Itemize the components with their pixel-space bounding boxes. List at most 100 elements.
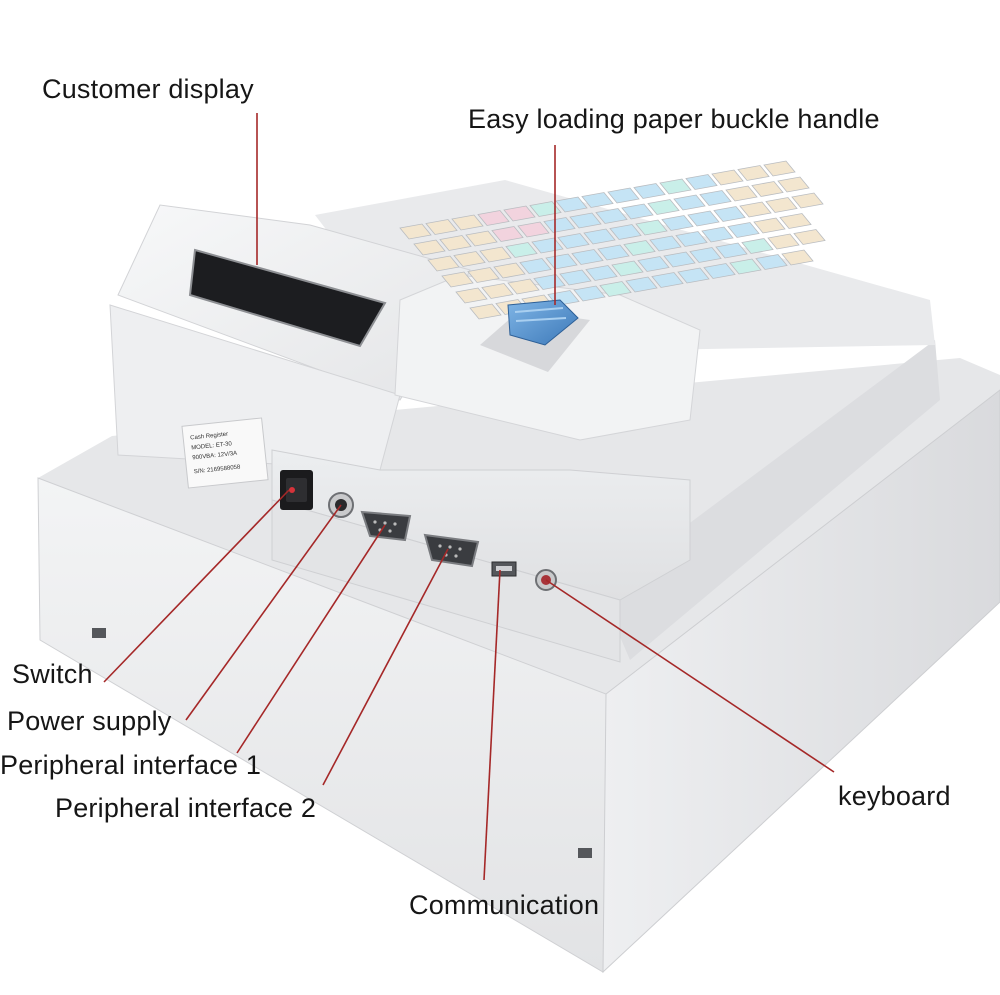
keypad-key <box>559 269 592 286</box>
keypad-key <box>791 192 824 209</box>
communication-usb-port[interactable] <box>491 561 517 577</box>
keypad-key <box>595 208 628 224</box>
keypad-key <box>455 287 488 304</box>
keypad-key <box>479 246 512 263</box>
keypad-key <box>507 278 540 295</box>
keypad-key <box>739 201 772 218</box>
keypad-key <box>625 276 658 293</box>
port-panel <box>280 470 557 591</box>
label-paper-handle: Easy loading paper buckle handle <box>468 104 880 134</box>
nameplate-line-1: Cash Register <box>190 432 228 442</box>
register-housing <box>109 180 940 663</box>
keypad-key <box>491 226 524 242</box>
leader-switch <box>103 489 290 683</box>
keypad-key <box>469 303 502 320</box>
leader-peripheral-1 <box>236 524 386 754</box>
keypad-key <box>737 165 770 181</box>
nameplate-line-2: MODEL: ET-30 <box>191 441 233 451</box>
keypad-key <box>623 240 656 256</box>
peripheral-interface-2-port[interactable] <box>423 533 480 568</box>
keypad-key <box>699 190 732 206</box>
keypad-key <box>583 228 616 245</box>
leader-keyboard <box>545 579 835 773</box>
keypad-key <box>727 222 760 238</box>
peripheral-interface-1-port[interactable] <box>360 510 412 542</box>
keypad-key <box>635 219 668 236</box>
keypad-key <box>701 226 734 243</box>
keypad-key <box>751 181 784 197</box>
keypad-key <box>581 192 614 208</box>
keypad-key <box>687 210 720 227</box>
keypad-key <box>517 221 550 238</box>
keypad-key <box>663 251 696 268</box>
keypad-key <box>729 258 762 275</box>
keypad-key <box>569 212 602 229</box>
keypad-key <box>399 223 432 240</box>
keypad-key <box>753 217 786 234</box>
leader-lines <box>103 113 835 881</box>
keypad-key <box>781 249 814 266</box>
label-communication: Communication <box>409 890 600 920</box>
keypad-key <box>441 271 474 288</box>
label-switch: Switch <box>12 659 93 689</box>
keypad-key <box>557 233 590 249</box>
keypad-key <box>675 231 708 247</box>
keypad-key <box>767 233 800 250</box>
leader-communication <box>483 569 501 881</box>
key-matrix <box>399 160 826 320</box>
drawer-foot-left <box>92 628 106 638</box>
keypad-key <box>571 249 604 265</box>
keypad-key <box>741 238 774 254</box>
customer-display-window <box>188 248 387 348</box>
drawer-side <box>602 389 1000 974</box>
keypad-key <box>713 206 746 222</box>
keypad-key <box>685 174 718 190</box>
keypad-key <box>725 185 758 202</box>
keypad-key <box>633 183 666 199</box>
label-peripheral-interface-1: Peripheral interface 1 <box>0 750 262 780</box>
label-peripheral-interface-2: Peripheral interface 2 <box>55 793 317 823</box>
keypad-key <box>763 160 796 177</box>
keypad-key <box>715 242 748 259</box>
keypad-key <box>659 178 692 195</box>
keypad-key <box>451 214 484 231</box>
keypad-key <box>573 285 606 302</box>
housing-right-side <box>600 340 940 660</box>
keypad-key <box>543 217 576 233</box>
keypad-key <box>793 229 826 245</box>
keypad-key <box>529 201 562 217</box>
label-customer-display: Customer display <box>42 74 254 104</box>
keypad-key <box>607 187 640 204</box>
keypad-key <box>585 265 618 281</box>
keypad-key <box>477 210 510 226</box>
keypad-key <box>609 224 642 240</box>
keypad-key <box>481 283 514 299</box>
keypad-key <box>651 272 684 288</box>
keypad-key <box>777 176 810 193</box>
keypad-key <box>755 254 788 270</box>
keypad-key <box>425 219 458 235</box>
keypad-key <box>505 242 538 258</box>
keypad-key <box>467 267 500 283</box>
power-switch[interactable] <box>280 470 313 510</box>
leader-power-supply <box>185 504 342 721</box>
keypad-key <box>427 255 460 272</box>
keypad-key <box>413 239 446 256</box>
keypad-key <box>597 244 630 261</box>
keypad-key <box>493 262 526 279</box>
keypad-key <box>637 256 670 272</box>
keypad-key <box>779 213 812 229</box>
nameplate: Cash Register MODEL: ET-30 900VBA: 12V/3… <box>181 417 269 489</box>
keypad-key <box>519 258 552 274</box>
drawer-foot-mid <box>578 848 592 858</box>
keypad-key <box>465 230 498 247</box>
keypad-key <box>765 197 798 213</box>
keypad-key <box>647 199 680 215</box>
keypad-key <box>711 169 744 186</box>
keypad-key <box>555 196 588 213</box>
paper-buckle-handle <box>507 299 579 346</box>
label-keyboard: keyboard <box>838 781 951 811</box>
keypad-key <box>621 203 654 220</box>
